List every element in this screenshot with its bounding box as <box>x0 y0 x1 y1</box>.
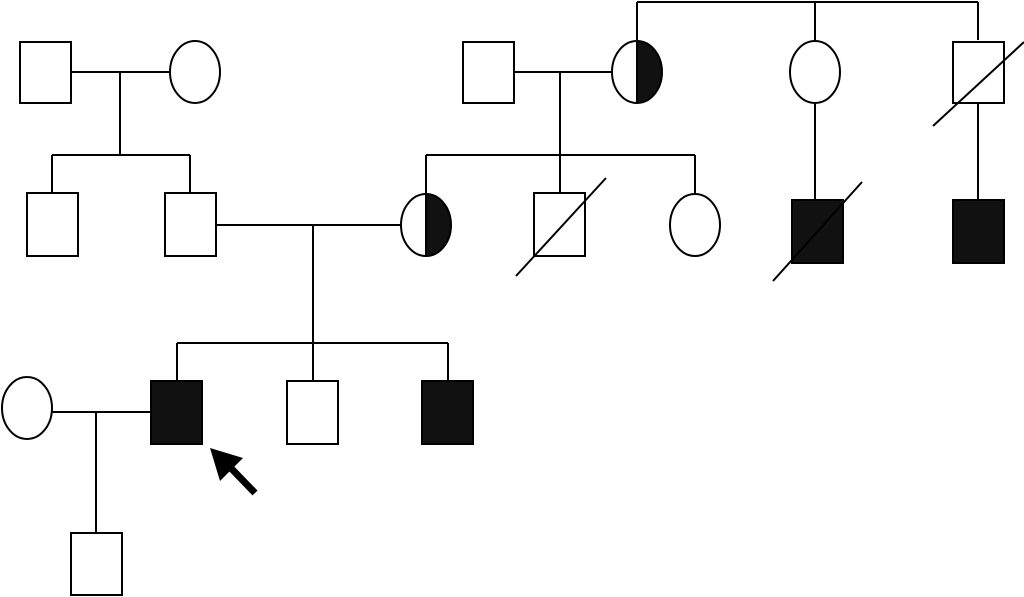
female-g1-right-carrier <box>611 40 663 104</box>
male-g4 <box>70 532 123 596</box>
male-g1-right <box>462 41 515 104</box>
male-g2-affected-2 <box>952 199 1005 264</box>
male-g1-left <box>19 41 72 104</box>
male-g2-affected-1-deceased <box>772 181 863 282</box>
male-g1-brother-deceased <box>932 41 1024 127</box>
proband-arrow-icon <box>210 448 258 496</box>
female-g3-spouse <box>1 376 53 440</box>
male-g3-2 <box>286 380 339 445</box>
connection-lines <box>51 1 979 533</box>
female-g2-2 <box>669 193 721 257</box>
male-g3-proband <box>150 380 203 445</box>
female-g1-left <box>169 40 221 104</box>
male-g3-affected <box>421 380 474 445</box>
male-g2-1 <box>26 192 79 257</box>
male-g2-3-deceased <box>515 177 607 277</box>
male-g2-2 <box>164 192 217 257</box>
female-g1-sister <box>789 40 841 104</box>
female-g2-carrier <box>400 193 452 257</box>
